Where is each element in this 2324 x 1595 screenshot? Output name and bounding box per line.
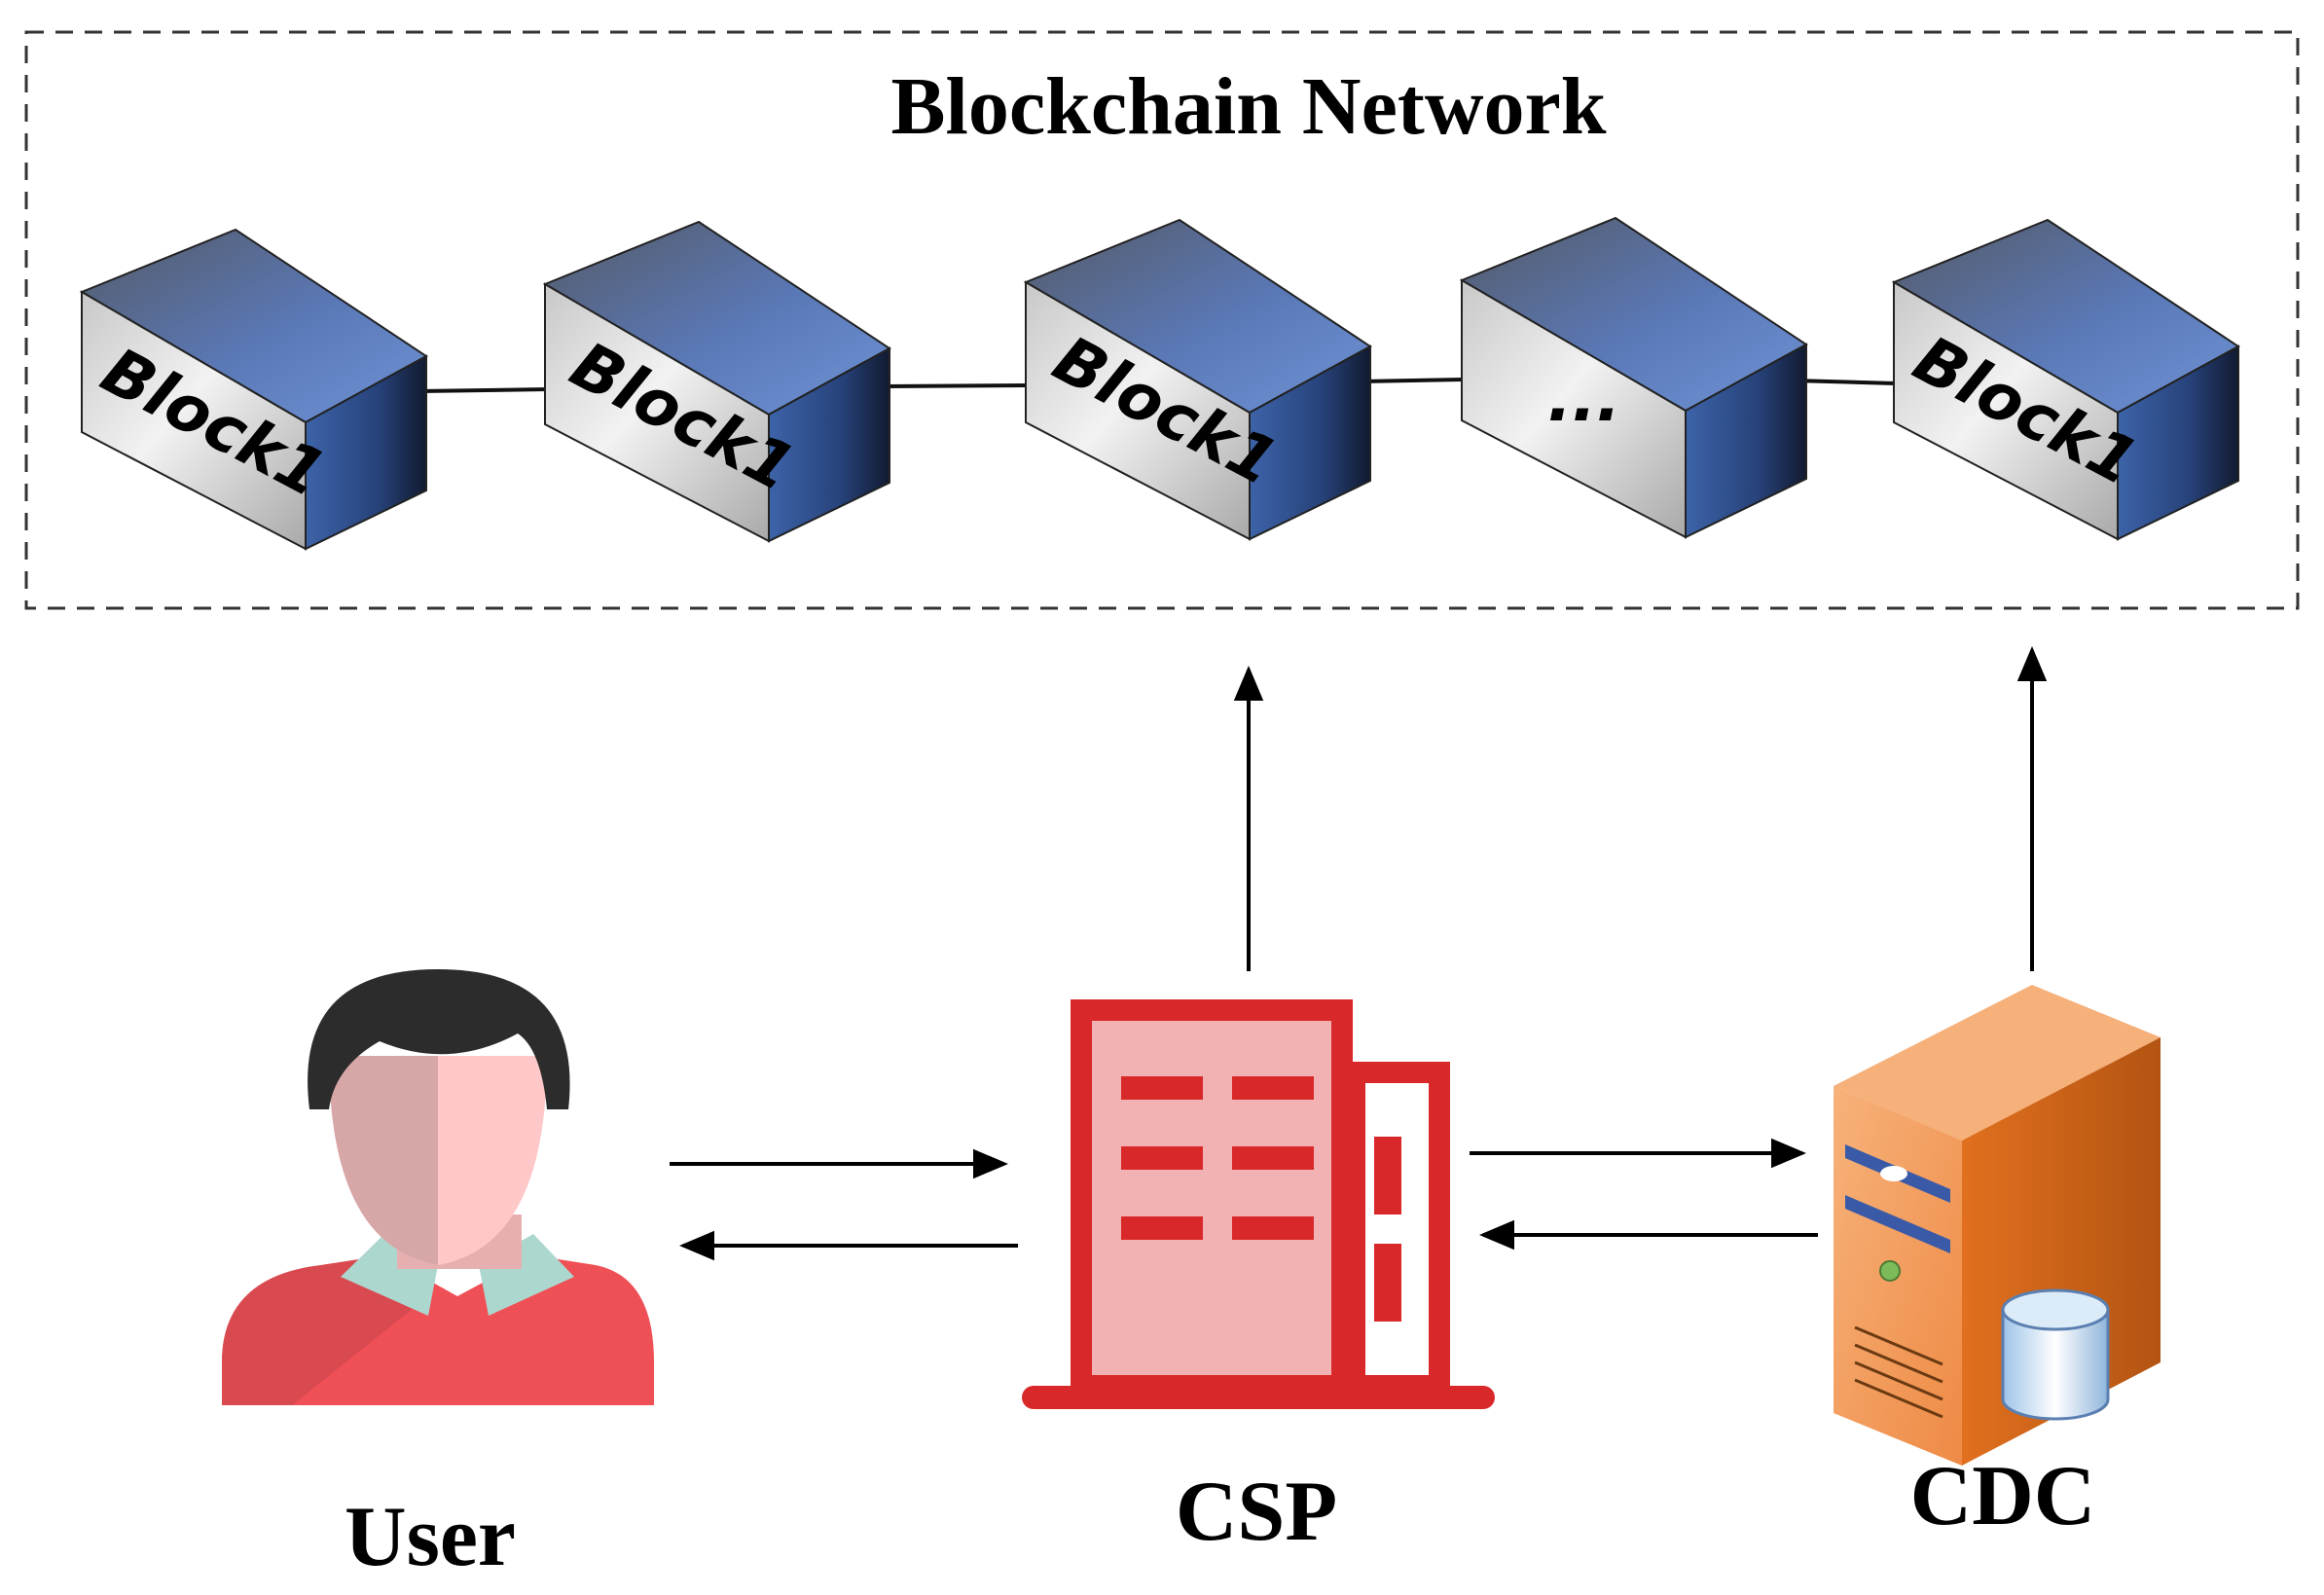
chain-links	[418, 378, 1897, 393]
block-front-face	[1025, 280, 1251, 541]
block-2: Block1	[542, 220, 891, 543]
server-vent	[1854, 1325, 1943, 1366]
csp-window	[1121, 1146, 1203, 1170]
cdc-label: CDC	[1910, 1449, 2096, 1543]
csp-window	[1121, 1076, 1203, 1100]
server-power-led	[1879, 1260, 1901, 1282]
block-front-face	[81, 290, 307, 551]
chain-link	[1793, 379, 1897, 385]
csp-side-window	[1374, 1244, 1401, 1322]
network-title: Blockchain Network	[891, 61, 1607, 152]
server-database-icon	[1834, 985, 2161, 1466]
user-icon	[222, 969, 654, 1405]
server-vent	[1854, 1378, 1943, 1419]
csp-window	[1232, 1216, 1314, 1240]
block-5: Block1	[1891, 218, 2240, 541]
block-front-face	[1461, 278, 1687, 539]
csp-window	[1232, 1076, 1314, 1100]
block-ellipsis: ...	[1459, 216, 1808, 539]
csp-tower-main	[1071, 999, 1353, 1396]
block-label: ...	[1547, 361, 1620, 436]
server-vent	[1854, 1343, 1943, 1384]
blockchain-network-boundary	[24, 30, 2300, 610]
server-bay	[1845, 1195, 1950, 1253]
csp-window	[1232, 1146, 1314, 1170]
block-1: Block1	[79, 228, 428, 551]
block-3: Block1	[1023, 218, 1372, 541]
server-top	[1834, 985, 2161, 1141]
csp-side-window	[1374, 1137, 1401, 1214]
csp-window	[1121, 1216, 1203, 1240]
chain-link	[883, 383, 1028, 388]
block-front-face	[544, 282, 770, 543]
user-hair	[308, 969, 570, 1109]
building-icon	[1022, 999, 1495, 1409]
database-cylinder	[2001, 1288, 2110, 1421]
csp-tower-side	[1344, 1062, 1450, 1396]
user-label: User	[345, 1490, 516, 1584]
csp-label: CSP	[1176, 1465, 1337, 1559]
user-face-shade	[329, 1056, 438, 1265]
server-vent	[1854, 1360, 1943, 1401]
chain-link	[1360, 378, 1463, 383]
chain-link	[418, 387, 550, 393]
block-front-face	[1893, 280, 2119, 541]
server-bay-light	[1880, 1166, 1907, 1181]
user-shirt-shade	[222, 1255, 428, 1405]
